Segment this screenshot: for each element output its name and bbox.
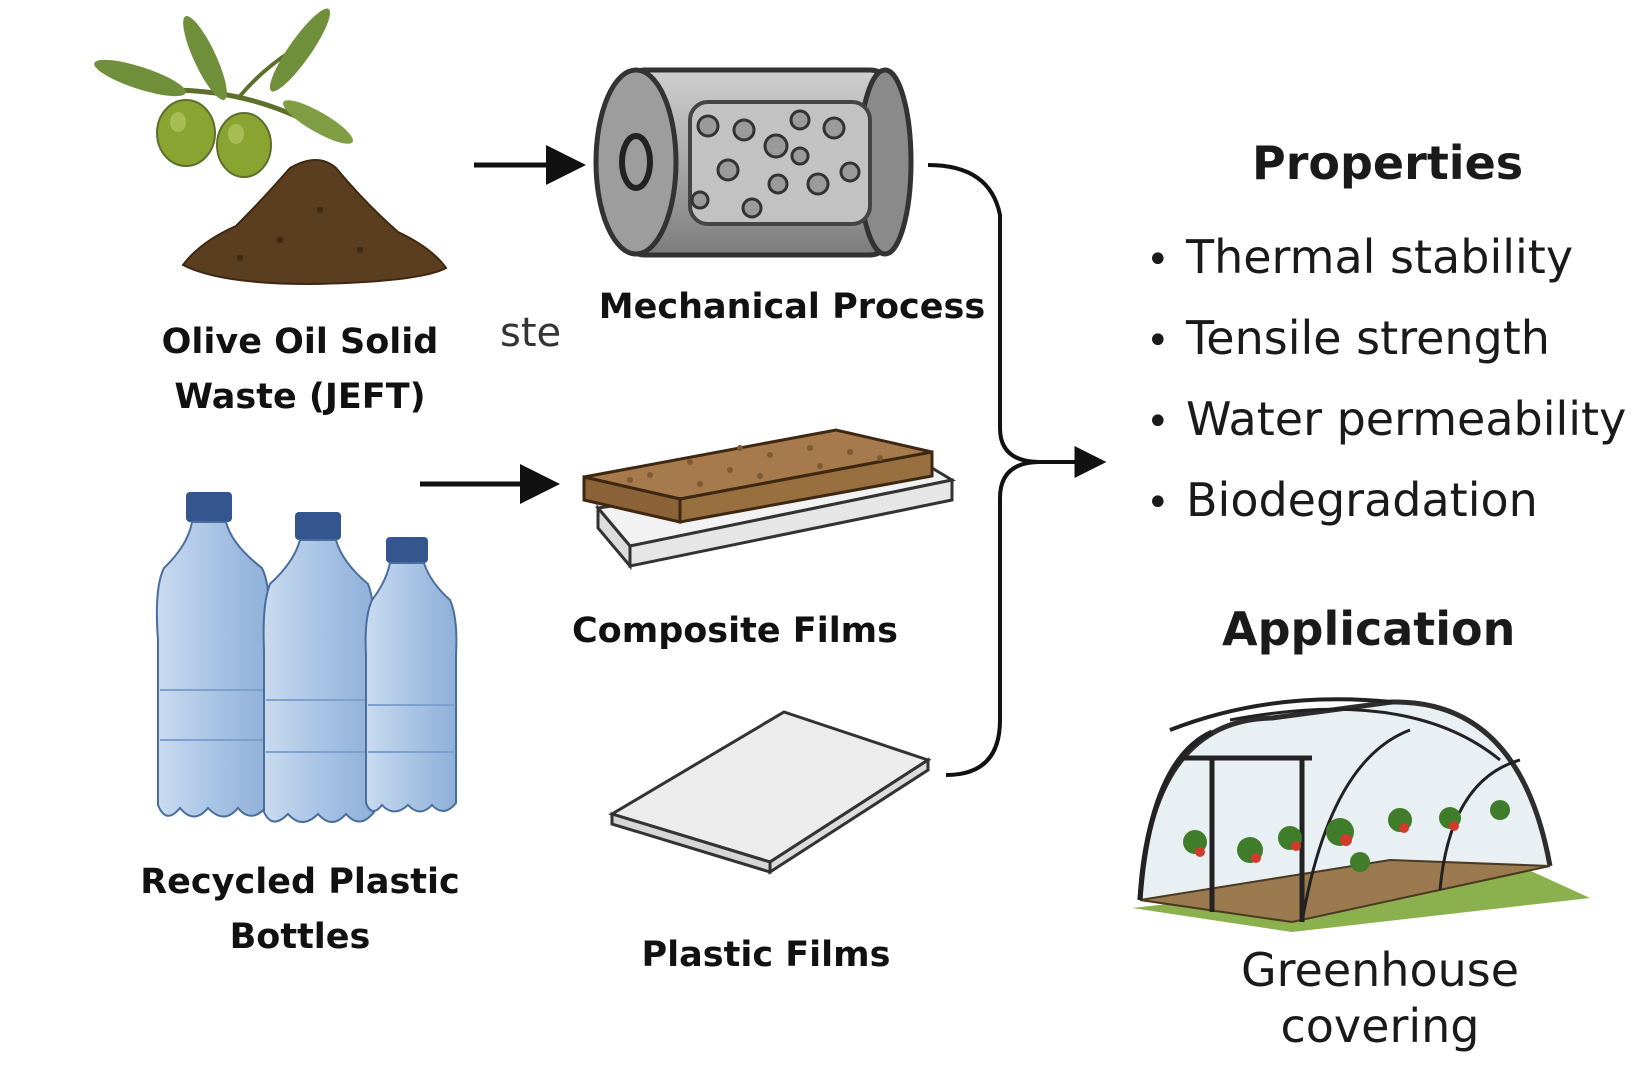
bullet-icon: • xyxy=(1146,237,1170,283)
plastic-bottles-icon xyxy=(155,492,458,823)
bullet-icon: • xyxy=(1146,318,1170,364)
olive-waste-label: Olive Oil Solid Waste (JEFT) xyxy=(161,322,439,417)
plastic-film-icon xyxy=(608,710,932,875)
application-heading: Application xyxy=(1222,602,1516,656)
mixer-drum-icon xyxy=(593,67,914,258)
composite-film-icon xyxy=(582,428,957,571)
plastic-films-label: Plastic Films xyxy=(641,935,891,975)
property-item: •Thermal stability xyxy=(1146,218,1626,299)
property-item: •Tensile strength xyxy=(1146,299,1626,380)
bullet-icon: • xyxy=(1146,480,1170,526)
olive-branch-icon xyxy=(94,8,353,178)
composite-films-label: Composite Films xyxy=(572,611,898,651)
soil-pile-icon xyxy=(181,159,448,286)
greenhouse-icon xyxy=(1132,697,1590,932)
plastic-bottles-label: Recycled Plastic Bottles xyxy=(140,862,460,957)
mechanical-process-label: Mechanical Process xyxy=(598,287,986,327)
partial-text-fragment: ste xyxy=(500,310,562,356)
merge-connector xyxy=(927,163,1107,777)
bullet-icon: • xyxy=(1146,399,1170,445)
property-item: •Water permeability xyxy=(1146,380,1626,461)
property-item: •Biodegradation xyxy=(1146,461,1626,542)
greenhouse-label: Greenhouse covering xyxy=(1240,943,1520,1053)
properties-list: •Thermal stability •Tensile strength •Wa… xyxy=(1146,218,1626,542)
properties-heading: Properties xyxy=(1252,136,1524,190)
